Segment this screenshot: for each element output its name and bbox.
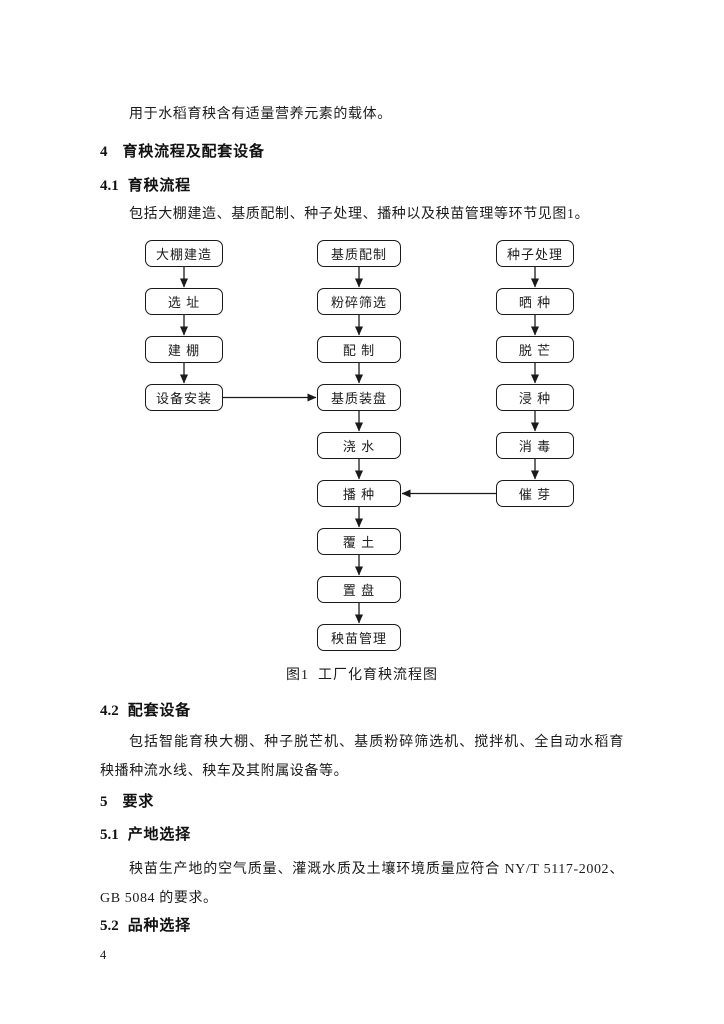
section-number: 4 [100, 144, 108, 160]
intro-paragraph: 用于水稻育秧含有适量营养元素的载体。 [129, 107, 392, 122]
section-number: 5.1 [100, 827, 119, 843]
section-4-1-paragraph: 包括大棚建造、基质配制、种子处理、播种以及秧苗管理等环节见图1。 [129, 207, 590, 222]
flowchart-node-tray-placement: 置 盘 [317, 576, 401, 603]
section-number: 5 [100, 794, 108, 810]
section-number: 5.2 [100, 918, 119, 934]
flowchart-node-seeding: 播 种 [317, 480, 401, 507]
section-5-2-heading: 5.2 品种选择 [100, 915, 191, 937]
page-number: 4 [100, 948, 107, 962]
flowchart-node-soil-covering: 覆 土 [317, 528, 401, 555]
flowchart-node-mixing: 配 制 [317, 336, 401, 363]
figure-caption: 图1 工厂化育秧流程图 [286, 668, 438, 683]
section-4-1-heading: 4.1 育秧流程 [100, 175, 191, 197]
section-title: 育秧流程 [127, 177, 191, 194]
section-5-1-heading: 5.1 产地选择 [100, 824, 191, 846]
section-number: 4.2 [100, 703, 119, 719]
flowchart-node-awn-removal: 脱 芒 [496, 336, 574, 363]
flowchart-node-seed-drying: 晒 种 [496, 288, 574, 315]
section-title: 配套设备 [127, 702, 191, 719]
flowchart-node-substrate-tray-filling: 基质装盘 [317, 384, 401, 411]
flowchart-node-watering: 浇 水 [317, 432, 401, 459]
section-title: 品种选择 [127, 917, 191, 934]
flowchart-node-substrate-preparation: 基质配制 [317, 240, 401, 267]
flowchart-node-disinfection: 消 毒 [496, 432, 574, 459]
section-4-2-paragraph: 包括智能育秧大棚、种子脱芒机、基质粉碎筛选机、搅拌机、全自动水稻育秧播种流水线、… [100, 735, 624, 779]
flowchart-node-seed-treatment: 种子处理 [496, 240, 574, 267]
section-5-1-paragraph: 秧苗生产地的空气质量、灌溉水质及土壤环境质量应符合 NY/T 5117-2002… [100, 862, 624, 906]
flowchart-node-crush-sieve: 粉碎筛选 [317, 288, 401, 315]
flowchart-node-greenhouse-construction: 大棚建造 [145, 240, 223, 267]
flowchart-node-build-shed: 建 棚 [145, 336, 223, 363]
flowchart-node-germination: 催 芽 [496, 480, 574, 507]
section-title: 要求 [122, 793, 155, 810]
section-title: 产地选择 [127, 826, 191, 843]
flowchart-node-seed-soaking: 浸 种 [496, 384, 574, 411]
flowchart-node-equipment-installation: 设备安装 [145, 384, 223, 411]
section-number: 4.1 [100, 178, 119, 194]
section-4-2-heading: 4.2 配套设备 [100, 700, 191, 722]
section-5-heading: 5 要求 [100, 791, 154, 813]
section-title: 育秧流程及配套设备 [122, 143, 265, 160]
flowchart-node-seedling-management: 秧苗管理 [317, 624, 401, 651]
section-4-heading: 4 育秧流程及配套设备 [100, 141, 265, 163]
flowchart-node-site-selection: 选 址 [145, 288, 223, 315]
